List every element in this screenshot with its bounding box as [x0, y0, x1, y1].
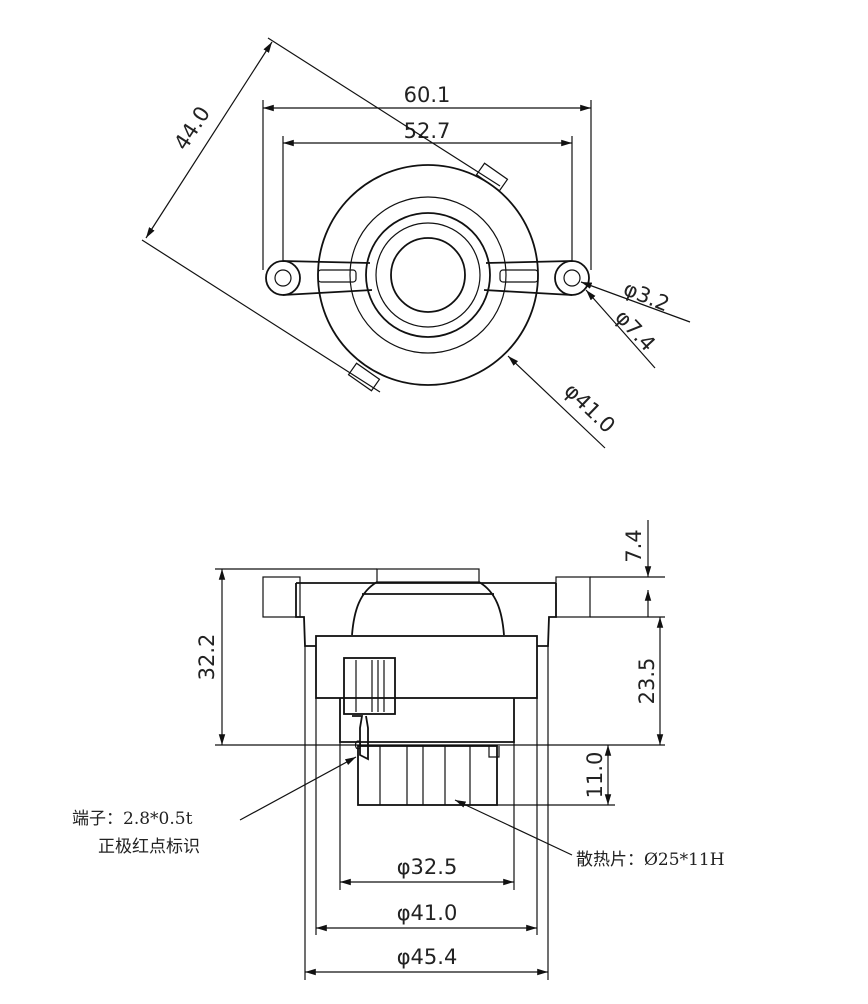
leader-phi-7-4	[585, 289, 656, 369]
dim-width-outer: 60.1	[404, 83, 451, 107]
leader-heatsink	[454, 799, 573, 856]
dim-heatsink-height: 11.0	[583, 752, 607, 799]
terminal-right	[488, 746, 500, 758]
connector	[343, 657, 396, 715]
mount-hole-right	[563, 269, 581, 287]
mount-boss-right	[554, 260, 590, 296]
inner-ring-circle	[365, 212, 491, 338]
leader-phi-3-2	[580, 281, 691, 323]
dim-line-44-0	[145, 41, 273, 239]
mounting-bar	[282, 260, 573, 296]
terminal-note-line2: 正极红点标识	[98, 837, 200, 857]
tab-top	[475, 162, 509, 192]
terminal	[352, 715, 369, 761]
dim-d1: φ32.5	[397, 855, 458, 879]
dim-cap-height: 7.4	[622, 529, 646, 562]
tab-bottom	[347, 362, 381, 392]
dim-body-height: 23.5	[635, 658, 659, 705]
housing-top	[295, 582, 557, 647]
leader-terminal	[239, 756, 357, 821]
leader-phi-41-0	[507, 355, 606, 449]
heatsink-note: 散热片：Ø25*11H	[576, 850, 725, 870]
dim-d2: φ41.0	[397, 901, 458, 925]
lens-circle	[390, 237, 466, 313]
dim-diagonal: 44.0	[169, 102, 215, 154]
flange-left	[262, 576, 301, 618]
dim-d3: φ45.4	[397, 945, 458, 969]
dim-boss-diameter: φ7.4	[610, 305, 660, 356]
heat-sink	[357, 745, 498, 806]
slot-left	[317, 269, 357, 283]
slot-right	[499, 269, 539, 283]
terminal-note-line1: 端子：2.8*0.5t	[72, 809, 193, 829]
mount-hole-left	[274, 269, 292, 287]
ring-circle	[349, 196, 507, 354]
dim-total-height: 32.2	[195, 634, 219, 681]
dim-body-diameter: φ41.0	[560, 378, 620, 437]
inner-ring-circle-2	[375, 222, 481, 328]
main-body	[315, 635, 538, 699]
lower-body	[339, 698, 515, 743]
cap	[376, 568, 480, 583]
dome	[351, 581, 505, 636]
top-view: 60.1 52.7 44.0 φ3.2 φ7.4 φ41.0	[141, 37, 691, 449]
side-view: 32.2 7.4 23.5 11.0 φ32.5 φ41.0 φ45.4 端子：…	[72, 520, 725, 980]
flange-right	[555, 576, 591, 618]
outer-body-circle	[317, 164, 539, 386]
mount-boss-left	[265, 260, 301, 296]
